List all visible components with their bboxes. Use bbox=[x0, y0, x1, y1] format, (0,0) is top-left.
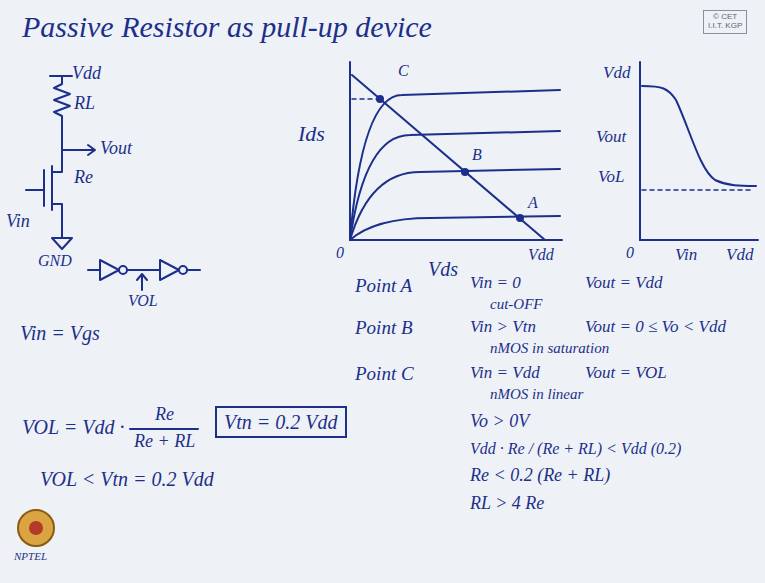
inverter-symbol bbox=[100, 260, 119, 280]
handwritten-label: Vin = Vgs bbox=[20, 322, 100, 344]
y-axis bbox=[349, 62, 351, 240]
node-text: Vtn = 0.2 Vdd bbox=[224, 411, 338, 433]
x-axis bbox=[350, 239, 562, 241]
handwritten-label: Vout = VOL bbox=[585, 364, 667, 383]
handwritten-label: Re bbox=[155, 405, 174, 425]
gate-lead bbox=[26, 189, 44, 191]
handwritten-label: Ids bbox=[298, 122, 325, 146]
handwritten-label: Vin bbox=[675, 246, 697, 265]
wire bbox=[187, 269, 200, 271]
dashed-guide bbox=[642, 189, 752, 191]
handwritten-label: VOL < Vtn = 0.2 Vdd bbox=[40, 468, 214, 490]
handwritten-label: Point A bbox=[355, 276, 412, 297]
handwritten-label: B bbox=[472, 146, 482, 164]
watermark-box: © CETI.I.T. KGP bbox=[703, 10, 747, 34]
handwritten-label: cut-OFF bbox=[490, 296, 542, 313]
logo-disc bbox=[18, 510, 54, 546]
x-axis bbox=[640, 239, 758, 241]
pointer-arrow bbox=[141, 275, 143, 290]
pointer-arrowhead bbox=[137, 274, 147, 280]
characteristic-curve bbox=[350, 131, 560, 240]
inverter-bubble bbox=[119, 266, 127, 274]
transistor-gate bbox=[43, 170, 45, 206]
transfer-curve bbox=[642, 86, 756, 186]
nptel-logo bbox=[18, 510, 54, 546]
handwritten-label: Point B bbox=[355, 318, 413, 339]
handwritten-label: Vout bbox=[100, 139, 132, 159]
y-axis bbox=[639, 62, 641, 240]
handwritten-label: Vout = Vdd bbox=[585, 274, 663, 293]
load-line bbox=[352, 75, 545, 240]
output-wire bbox=[62, 149, 94, 151]
source-wire bbox=[52, 204, 62, 238]
logo-text: NPTEL bbox=[14, 550, 47, 562]
handwritten-label: Vin bbox=[6, 212, 30, 232]
handwritten-label: RL bbox=[74, 94, 95, 114]
output-arrow bbox=[88, 145, 95, 155]
handwritten-label: 0 bbox=[336, 244, 344, 262]
handwritten-label: Vo > 0V bbox=[470, 412, 529, 432]
handwritten-label: C bbox=[398, 62, 409, 80]
handwritten-label: Re < 0.2 (Re + RL) bbox=[470, 466, 610, 486]
characteristic-curve bbox=[350, 90, 560, 240]
handwritten-label: nMOS in saturation bbox=[490, 340, 609, 357]
handwritten-label: Re bbox=[74, 168, 93, 188]
fraction-bar bbox=[130, 428, 198, 430]
handwritten-label: Vds bbox=[428, 258, 458, 280]
handwritten-label: Vout bbox=[596, 128, 626, 147]
handwritten-label: Vdd · Re / (Re + RL) < Vdd (0.2) bbox=[470, 440, 681, 458]
resistor-symbol bbox=[52, 76, 70, 172]
handwritten-label: nMOS in linear bbox=[490, 386, 583, 403]
wire bbox=[88, 269, 100, 271]
node-text: © CET bbox=[708, 13, 742, 22]
handwritten-label: Vdd bbox=[528, 246, 554, 264]
ground-symbol bbox=[52, 238, 72, 249]
handwritten-label: RL > 4 Re bbox=[470, 494, 544, 514]
logo-center bbox=[29, 521, 43, 535]
handwritten-label: Re + RL bbox=[134, 432, 195, 452]
inverter-symbol bbox=[160, 260, 179, 280]
handwritten-label: GND bbox=[38, 252, 72, 270]
handwritten-label: VoL bbox=[598, 168, 624, 187]
wire bbox=[127, 269, 160, 271]
characteristic-curve bbox=[350, 169, 560, 240]
operating-point bbox=[376, 95, 384, 103]
handwritten-label: A bbox=[528, 194, 538, 212]
handwritten-label: VOL = Vdd · bbox=[22, 416, 125, 438]
handwritten-label: Vin > Vtn bbox=[470, 318, 536, 337]
handwritten-label: Point C bbox=[355, 364, 414, 385]
handwritten-label: Vin = 0 bbox=[470, 274, 521, 293]
handwritten-label: Vout = 0 ≤ Vo < Vdd bbox=[585, 318, 726, 337]
handwritten-label: Vdd bbox=[72, 64, 101, 84]
inverter-bubble bbox=[179, 266, 187, 274]
slide-title: Passive Resistor as pull-up device bbox=[22, 10, 432, 43]
handwritten-label: VOL bbox=[128, 292, 158, 310]
handwritten-label: Vdd bbox=[603, 64, 630, 83]
node-text: I.I.T. KGP bbox=[708, 22, 742, 31]
handwritten-label: Vdd bbox=[726, 246, 753, 265]
handwritten-label: 0 bbox=[626, 244, 634, 262]
operating-point bbox=[516, 214, 524, 222]
dashed-guide bbox=[352, 98, 378, 100]
characteristic-curve bbox=[350, 216, 560, 240]
operating-point bbox=[461, 168, 469, 176]
handwritten-label: Vin = Vdd bbox=[470, 364, 540, 383]
boxed-equation: Vtn = 0.2 Vdd bbox=[215, 406, 347, 438]
